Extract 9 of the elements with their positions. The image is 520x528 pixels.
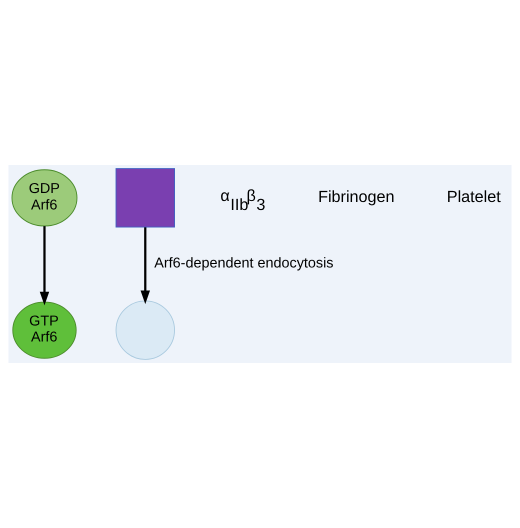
- label: Platelet: [446, 188, 501, 206]
- arrow: [140, 227, 150, 304]
- node-ellipse: GTP Arf6: [12, 302, 77, 359]
- label: Fibrinogen: [318, 188, 395, 206]
- node-box: [116, 168, 175, 228]
- node-ellipse: GDP Arf6: [12, 169, 78, 226]
- arrow: [40, 226, 50, 306]
- node-circle: [116, 300, 175, 360]
- edge-label: Arf6-dependent endocytosis: [154, 255, 334, 272]
